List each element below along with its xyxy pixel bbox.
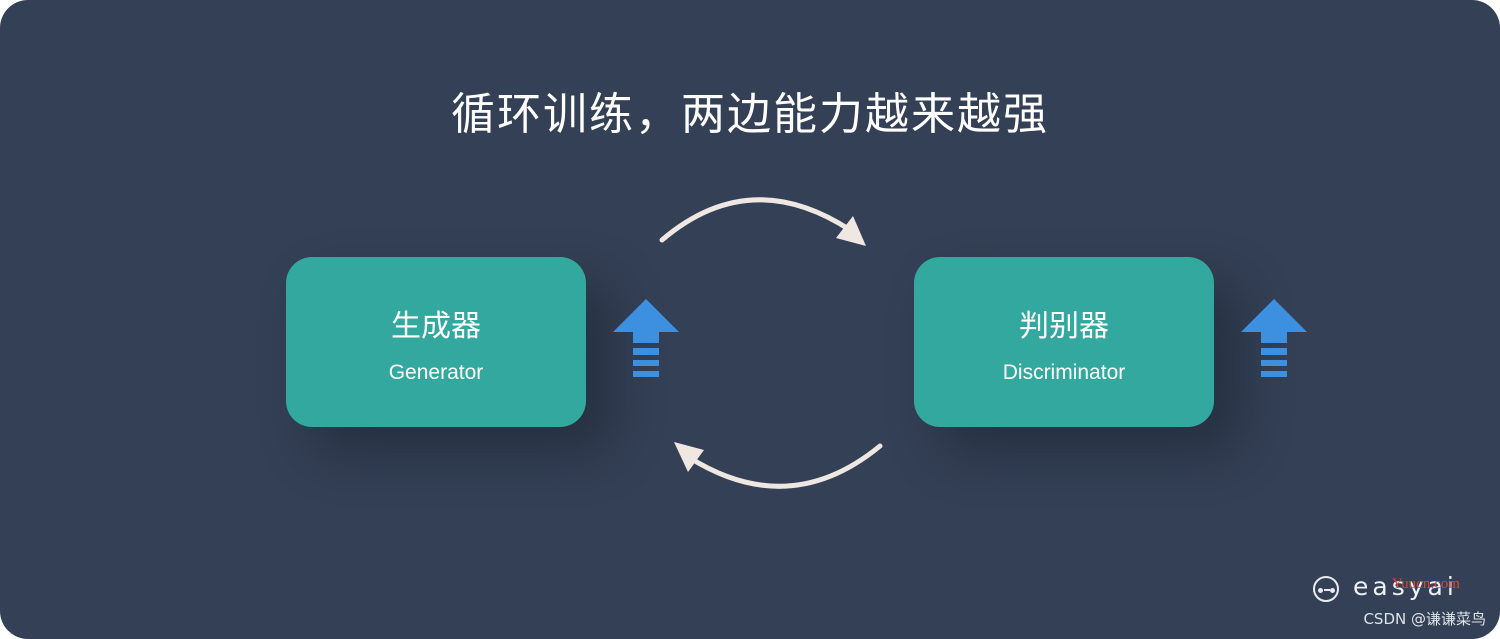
diagram-title: 循环训练，两边能力越来越强 [451, 89, 1049, 140]
discriminator-label-en: Discriminator [1002, 361, 1126, 384]
cycle-arrows [659, 197, 883, 489]
generator-label-en: Generator [388, 361, 484, 384]
easyai-logo-icon [1313, 576, 1339, 602]
generator-improve-arrow-icon [613, 299, 679, 377]
csdn-watermark: CSDN @谦谦菜鸟 [1363, 610, 1486, 628]
discriminator-node: 判别器 Discriminator [914, 257, 1214, 427]
bottom-cycle-arrow [674, 442, 883, 489]
generator-node: 生成器 Generator [286, 257, 586, 427]
generator-label-zh: 生成器 [391, 309, 481, 344]
discriminator-improve-arrow-icon [1241, 299, 1307, 377]
easyai-logo-text: easyai [1353, 572, 1458, 601]
yuucn-watermark: Yuucn.com [1392, 576, 1460, 592]
top-cycle-arrow [659, 197, 866, 246]
easyai-logo: easyai [1313, 572, 1493, 608]
discriminator-label-zh: 判别器 [1019, 309, 1109, 344]
